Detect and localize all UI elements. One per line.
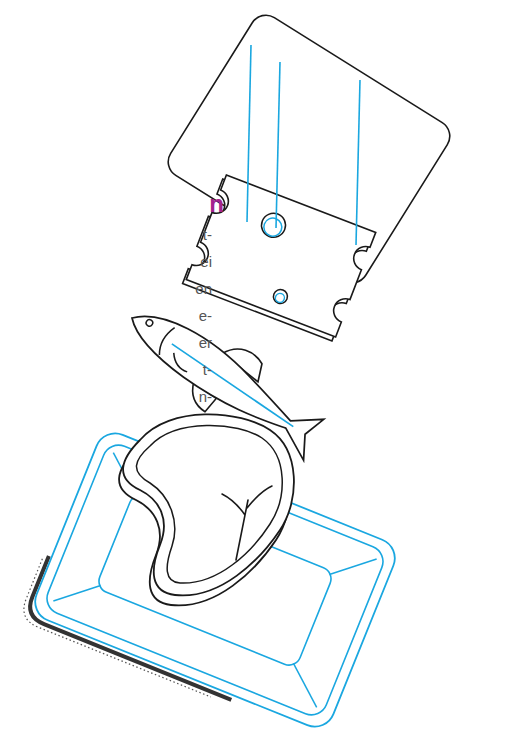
steak-top bbox=[123, 414, 294, 595]
guide-line bbox=[247, 45, 251, 222]
fish-stripe bbox=[170, 344, 295, 427]
text-fragment: t- bbox=[203, 226, 212, 243]
absorbent-pad bbox=[183, 174, 376, 341]
pad-face bbox=[186, 175, 376, 337]
text-fragment: n- bbox=[199, 388, 212, 405]
text-fragment: t- bbox=[203, 361, 212, 378]
fish-gill bbox=[155, 326, 176, 355]
guide-line bbox=[356, 80, 360, 245]
guide-line bbox=[276, 62, 280, 228]
pad-hole-inner bbox=[274, 292, 286, 304]
fish-eye bbox=[145, 318, 154, 327]
steak-bone bbox=[222, 486, 272, 560]
guide-lines bbox=[247, 45, 360, 245]
pad-hole bbox=[271, 287, 289, 305]
fish-body bbox=[118, 299, 330, 460]
text-fragment: en bbox=[195, 280, 212, 297]
heading-fragment: n bbox=[209, 190, 224, 218]
text-fragment: e- bbox=[199, 307, 212, 324]
text-fragment: er bbox=[199, 334, 212, 351]
steak-fat-line bbox=[136, 425, 282, 583]
pad-hole-inner bbox=[261, 216, 284, 239]
text-fragment: ei bbox=[200, 253, 212, 270]
pad-hole bbox=[258, 210, 289, 241]
fish bbox=[111, 288, 337, 471]
steak bbox=[119, 414, 294, 605]
